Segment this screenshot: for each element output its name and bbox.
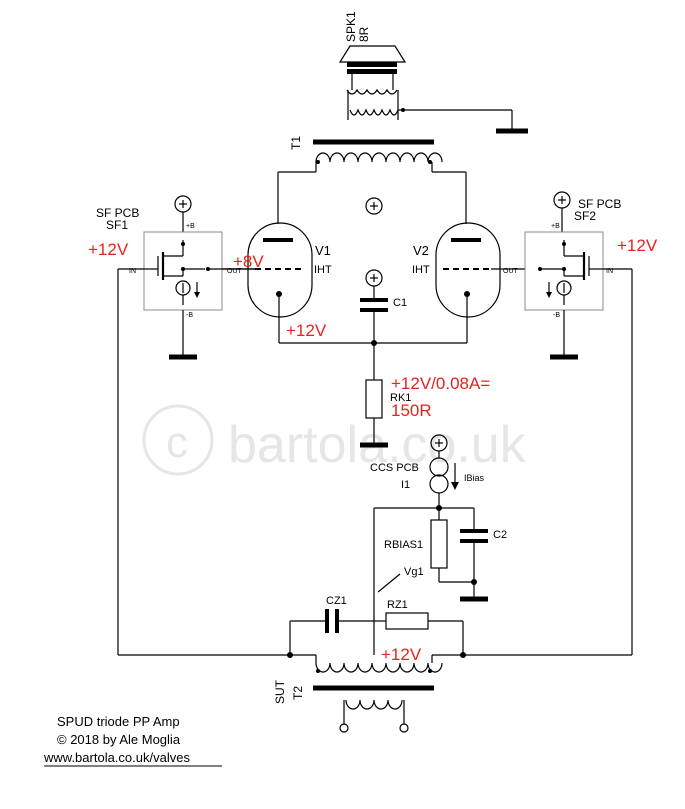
bplus-symbol-centre bbox=[365, 197, 383, 215]
sf1-type: SF PCB bbox=[96, 206, 139, 220]
vg1-label: Vg1 bbox=[377, 566, 424, 593]
sf2-pin-out: OUT bbox=[503, 268, 519, 275]
v2-ref: V2 bbox=[413, 243, 429, 258]
t1-ref: T1 bbox=[289, 136, 303, 150]
sf1-pin-bminus: -B bbox=[186, 312, 193, 319]
transformer-t2: T2 SUT bbox=[273, 655, 443, 733]
v1-ref: V1 bbox=[315, 243, 331, 258]
ccs-i1: CCS PCB I1 IBias bbox=[370, 434, 485, 508]
annotation-sut-voltage: +12V bbox=[381, 645, 422, 664]
transformer-t1: T1 bbox=[278, 136, 466, 173]
sf-pcb-sf2: +B -B IN OUT SF PCB SF2 bbox=[503, 191, 621, 360]
t2-value: SUT bbox=[273, 679, 287, 704]
rbias1-c2: RBIAS1 C2 bbox=[384, 508, 507, 602]
rz1-ref: RZ1 bbox=[387, 599, 408, 611]
spk1-value: 8R bbox=[357, 26, 371, 42]
sf1-pin-bplus: +B bbox=[186, 223, 195, 230]
valve-v2: V2 IHT bbox=[412, 222, 501, 343]
sf-pcb-sf1: +B -B IN OUT SF PCB SF1 bbox=[96, 195, 243, 360]
vg1-ref: Vg1 bbox=[404, 566, 424, 578]
sf2-pin-bminus: -B bbox=[553, 312, 560, 319]
spk1-ref: SPK1 bbox=[344, 11, 358, 42]
c1-ref: C1 bbox=[393, 297, 407, 309]
credit-copyright: © 2018 by Ale Moglia bbox=[57, 732, 181, 747]
sf2-pin-bplus: +B bbox=[551, 223, 560, 230]
watermark: c bartola.co.uk bbox=[142, 404, 527, 476]
rbias1-ref: RBIAS1 bbox=[384, 539, 423, 551]
v1-heater: IHT bbox=[314, 264, 332, 276]
speaker-spk1: SPK1 8R bbox=[338, 11, 528, 134]
c2-ref: C2 bbox=[493, 529, 507, 541]
svg-text:c: c bbox=[166, 418, 188, 467]
annotation-sf2-voltage: +12V bbox=[617, 236, 658, 255]
annotation-rk-value: 150R bbox=[391, 401, 432, 420]
annotation-sf1-voltage: +12V bbox=[88, 240, 129, 259]
credits: SPUD triode PP Amp © 2018 by Ale Moglia … bbox=[43, 714, 222, 767]
i1-type: CCS PCB bbox=[370, 462, 419, 474]
credit-title: SPUD triode PP Amp bbox=[57, 714, 180, 729]
t2-ref: T2 bbox=[291, 686, 305, 700]
sf1-pin-in: IN bbox=[129, 268, 136, 275]
valve-v1: V1 IHT bbox=[247, 222, 332, 343]
credit-url: www.bartola.co.uk/valves bbox=[43, 750, 190, 765]
annotation-cathode-voltage: +12V bbox=[286, 321, 327, 340]
cz1-ref: CZ1 bbox=[326, 595, 347, 607]
sf2-ref: SF2 bbox=[574, 209, 596, 223]
sf1-pin-out: OUT bbox=[227, 268, 243, 275]
sf2-pin-in: IN bbox=[606, 268, 613, 275]
capacitor-c1: C1 bbox=[360, 269, 407, 343]
resistor-rk1: RK1 bbox=[360, 379, 411, 448]
v2-heater: IHT bbox=[412, 264, 430, 276]
i1-arrow-label: IBias bbox=[464, 473, 485, 483]
rk1-ref: RK1 bbox=[390, 392, 411, 404]
zobel-cz1-rz1: CZ1 RZ1 bbox=[289, 595, 464, 655]
annotation-v1-grid-voltage: +8V bbox=[233, 252, 264, 271]
sf2-type: SF PCB bbox=[578, 197, 621, 211]
i1-ref: I1 bbox=[401, 479, 410, 491]
sf1-ref: SF1 bbox=[106, 218, 128, 232]
annotation-calc: +12V/0.08A= bbox=[391, 374, 490, 393]
